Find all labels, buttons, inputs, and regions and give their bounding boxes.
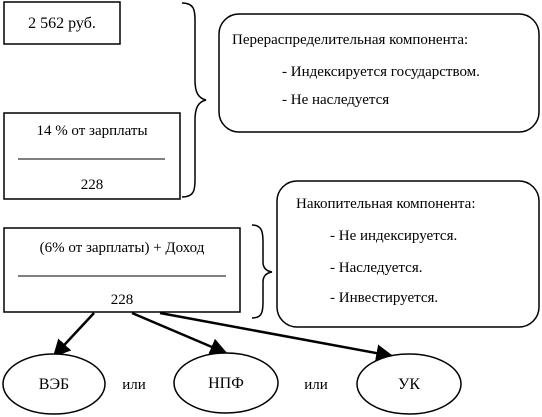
funded-title: Накопительная компонента: [296, 196, 475, 212]
fourteen-percent-label: 14 % от зарплаты [36, 123, 147, 139]
arrow-to-uk [159, 311, 394, 362]
funded-item-invested: - Инвестируется. [330, 290, 438, 306]
upper-brace [181, 2, 207, 198]
redistributive-title: Перераспределительная компонента: [232, 32, 468, 48]
redistributive-component-box: Перераспределительная компонента: - Инде… [218, 13, 540, 133]
six-percent-label: (6% от зарплаты) + Доход [40, 240, 205, 256]
six-percent-box: (6% от зарплаты) + Доход 228 [3, 227, 241, 313]
amount-text: 2 562 руб. [28, 15, 96, 32]
six-percent-denominator: 228 [111, 292, 134, 308]
target-uk-label: УК [398, 376, 420, 393]
connector-or: или [304, 377, 328, 393]
redistributive-item-not-inherited: - Не наследуется [282, 92, 389, 108]
funded-item-inherited: - Наследуется. [330, 260, 422, 276]
arrow-to-npf [131, 311, 228, 355]
funded-item-not-indexed: - Не индексируется. [330, 228, 457, 244]
lower-brace [251, 224, 273, 319]
target-uk: УК [356, 353, 462, 415]
fourteen-percent-denominator: 228 [81, 177, 104, 193]
target-npf: НПФ [173, 352, 279, 414]
target-veb: ВЭБ [2, 353, 106, 415]
funded-component-box: Накопительная компонента: - Не индексиру… [276, 180, 540, 328]
connector-or: или [122, 377, 146, 393]
target-veb-label: ВЭБ [39, 376, 69, 393]
arrow-to-veb [52, 312, 95, 358]
redistributive-item-indexed: - Индексируется государством. [282, 64, 480, 80]
fourteen-percent-box: 14 % от зарплаты 228 [3, 112, 181, 200]
target-npf-label: НПФ [208, 375, 244, 392]
amount-box: 2 562 руб. [3, 1, 121, 45]
